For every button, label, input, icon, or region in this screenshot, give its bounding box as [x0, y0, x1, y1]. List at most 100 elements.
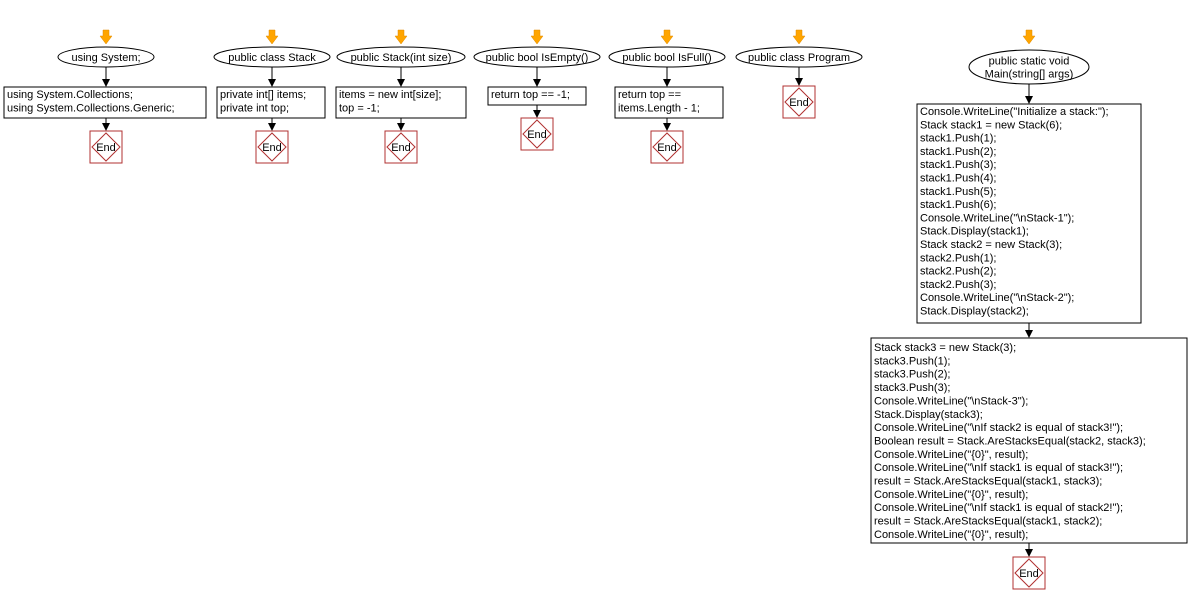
flowchart-using: using System; using System.Collections;us… [3, 29, 207, 164]
start-node: using System; [57, 46, 155, 68]
code-line: private int[] items; [220, 89, 306, 101]
arrowhead-icon [268, 123, 276, 131]
process-box: Console.WriteLine("Initialize a stack:")… [916, 103, 1142, 324]
arrowhead-icon [1025, 96, 1033, 104]
code-line: Console.WriteLine("\nIf stack1 is equal … [874, 462, 1123, 474]
code-line: Console.WriteLine("\nIf stack1 is equal … [874, 502, 1123, 514]
code-line: Console.WriteLine("Initialize a stack:")… [920, 106, 1109, 118]
code-line: stack1.Push(3); [920, 159, 996, 171]
process-rect [916, 103, 1142, 324]
arrowhead-icon [397, 123, 405, 131]
code-line: stack2.Push(1); [920, 252, 996, 264]
end-label: End [1019, 568, 1039, 580]
code-line: Stack stack1 = new Stack(6); [920, 119, 1062, 131]
start-label: public class Program [748, 52, 850, 64]
end-diamond-icon [522, 119, 552, 149]
code-line: using System.Collections; [7, 89, 133, 101]
code-line: return top == [618, 89, 681, 101]
start-node: public bool IsEmpty() [473, 46, 601, 68]
end-diamond-icon [257, 132, 287, 162]
code-line: Console.WriteLine("{0}", result); [874, 529, 1028, 541]
flowchart-isfull: public bool IsFull() return top ==items.L… [608, 29, 726, 164]
arrowhead-icon [268, 79, 276, 87]
code-line: result = Stack.AreStacksEqual(stack1, st… [874, 516, 1102, 528]
code-line: Console.WriteLine("{0}", result); [874, 489, 1028, 501]
code-line: Console.WriteLine("\nStack-1"); [920, 212, 1074, 224]
code-line: stack1.Push(2); [920, 146, 996, 158]
process-box-2: Stack stack3 = new Stack(3);stack3.Push(… [870, 337, 1188, 544]
end-label: End [527, 129, 547, 141]
code-line: Console.WriteLine("\nStack-2"); [920, 292, 1074, 304]
start-label: public Stack(int size) [351, 52, 452, 64]
start-label: public static void [989, 56, 1070, 68]
start-label: public bool IsEmpty() [486, 52, 589, 64]
end-label: End [789, 97, 809, 109]
end-diamond-icon [652, 132, 682, 162]
start-node: public class Program [735, 46, 863, 68]
arrowhead-icon [533, 110, 541, 118]
code-line: stack1.Push(4); [920, 173, 996, 185]
start-arrow-icon [99, 29, 113, 45]
start-arrow-icon [660, 29, 674, 45]
arrowhead-icon [795, 78, 803, 86]
end-label: End [262, 142, 282, 154]
code-line: using System.Collections.Generic; [7, 102, 175, 114]
end-diamond-icon [386, 132, 416, 162]
code-line: Console.WriteLine("\nIf stack2 is equal … [874, 422, 1123, 434]
arrowhead-icon [1025, 549, 1033, 557]
code-line: return top == -1; [491, 89, 570, 101]
start-label: public bool IsFull() [622, 52, 711, 64]
process-rect [614, 86, 724, 119]
process-box: private int[] items;private int top; [216, 86, 326, 119]
arrowhead-icon [397, 79, 405, 87]
end-diamond-icon [784, 87, 814, 117]
arrowhead-icon [102, 79, 110, 87]
arrowhead-icon [1025, 330, 1033, 338]
code-line: items = new int[size]; [339, 89, 441, 101]
start-arrow-icon [792, 29, 806, 45]
code-line: private int top; [220, 102, 289, 114]
code-line: stack3.Push(1); [874, 355, 950, 367]
code-line: Stack.Display(stack2); [920, 306, 1029, 318]
process-box: return top ==items.Length - 1; [614, 86, 724, 119]
code-line: stack1.Push(6); [920, 199, 996, 211]
code-line: items.Length - 1; [618, 102, 700, 114]
start-arrow-icon [1022, 29, 1036, 45]
start-arrow-icon [265, 29, 279, 45]
process-rect [3, 86, 207, 119]
arrowhead-icon [533, 79, 541, 87]
code-line: Stack.Display(stack1); [920, 226, 1029, 238]
arrowhead-icon [663, 79, 671, 87]
code-line: top = -1; [339, 102, 380, 114]
flowchart-ctor: public Stack(int size) items = new int[si… [335, 29, 467, 164]
end-label: End [391, 142, 411, 154]
end-label: End [96, 142, 116, 154]
code-line: Boolean result = Stack.AreStacksEqual(st… [874, 435, 1146, 447]
code-line: Stack stack3 = new Stack(3); [874, 342, 1016, 354]
start-arrow-icon [394, 29, 408, 45]
arrowhead-icon [663, 123, 671, 131]
end-label: End [657, 142, 677, 154]
start-label: using System; [71, 52, 140, 64]
end-node: End [782, 85, 816, 119]
start-node: public Stack(int size) [336, 46, 466, 68]
end-node: End [650, 130, 684, 164]
start-arrow-icon [530, 29, 544, 45]
code-line: stack2.Push(3); [920, 279, 996, 291]
code-line: stack2.Push(2); [920, 266, 996, 278]
process-box: using System.Collections;using System.Co… [3, 86, 207, 119]
start-node: public bool IsFull() [608, 46, 726, 68]
end-node: End [255, 130, 289, 164]
end-diamond-icon [91, 132, 121, 162]
code-line: stack3.Push(3); [874, 382, 950, 394]
start-label: public class Stack [228, 52, 316, 64]
start-label: Main(string[] args) [985, 69, 1074, 81]
flowchart-class-stack: public class Stack private int[] items;pr… [213, 29, 331, 164]
end-diamond-icon [1014, 558, 1044, 588]
end-node: End [520, 117, 554, 151]
process-rect [870, 337, 1188, 544]
code-line: Stack.Display(stack3); [874, 409, 983, 421]
